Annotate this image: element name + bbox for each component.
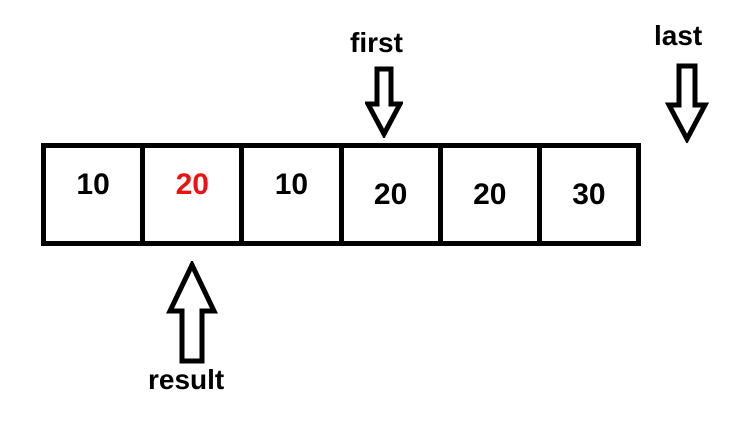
pointer-label-last: last [654, 20, 703, 51]
array-cell[interactable]: 20 [442, 148, 542, 241]
pointer-label-result: result [148, 364, 225, 395]
arrow-up-icon-result [166, 261, 218, 365]
array-cell[interactable]: 20 [343, 148, 443, 241]
array-cell[interactable]: 30 [541, 148, 637, 241]
array-cell-value: 20 [473, 178, 507, 211]
array-cell-value: 10 [274, 168, 309, 201]
array-cell-value: 30 [572, 178, 606, 211]
arrow-down-icon-last [665, 63, 709, 143]
pointer-label-first: first [350, 27, 403, 58]
array-container: 10 20 10 20 20 30 [41, 143, 641, 246]
array-cell[interactable]: 10 [46, 148, 146, 241]
array-cell[interactable]: 10 [244, 148, 344, 241]
array-cell-value-highlighted: 20 [175, 168, 209, 201]
array-cell-value: 10 [76, 168, 110, 201]
arrow-down-icon-first [365, 66, 403, 138]
array-cell-value: 20 [373, 178, 408, 211]
array-cell[interactable]: 20 [145, 148, 245, 241]
